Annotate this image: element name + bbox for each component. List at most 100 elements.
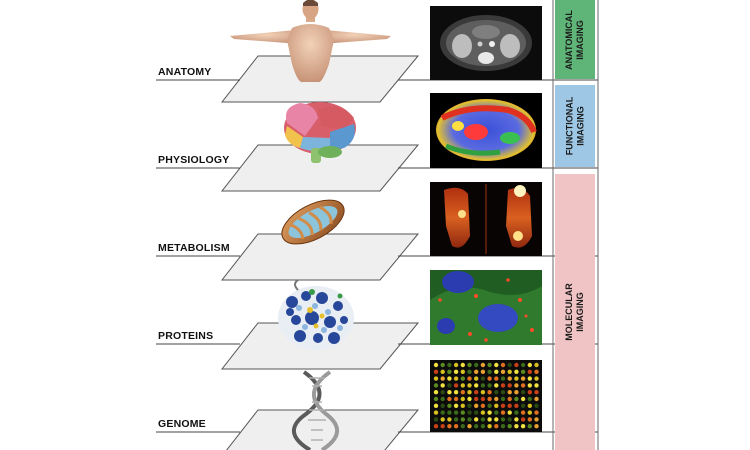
microarray-spot	[467, 410, 472, 415]
microarray-spot	[460, 396, 465, 402]
microarray-spot	[494, 417, 499, 422]
microarray-spot	[527, 396, 532, 402]
microarray-spot	[440, 396, 445, 402]
microarray-spot	[453, 362, 459, 368]
microarray-spot	[480, 383, 486, 388]
microarray-spot	[460, 362, 465, 368]
microarray-spot	[447, 417, 452, 422]
microarray-spot	[534, 417, 539, 422]
microarray-spot	[467, 362, 472, 368]
pet-ct-image	[430, 182, 542, 256]
anatomical-imaging-band: ANATOMICAL IMAGING	[555, 0, 595, 79]
microarray-spot	[447, 369, 452, 374]
anatomical-imaging-label: ANATOMICAL IMAGING	[564, 9, 586, 70]
plane-metabolism	[220, 233, 420, 281]
microarray-spot	[500, 362, 506, 368]
microarray-spot	[520, 383, 526, 388]
microarray-spot	[500, 383, 506, 388]
microarray-spot	[460, 390, 465, 395]
microarray-spot	[474, 383, 479, 388]
microarray-spot	[447, 383, 452, 388]
ct-scan-image	[430, 6, 542, 80]
microarray-spot	[474, 396, 479, 402]
microarray-spot	[507, 376, 512, 381]
microarray-spot	[500, 396, 506, 402]
level-label-proteins: PROTEINS	[158, 330, 214, 342]
level-label-genome: GENOME	[158, 418, 206, 430]
microarray-spot	[507, 383, 512, 388]
microarray-spot	[507, 403, 512, 408]
microarray-spot	[467, 383, 472, 388]
microarray-spot	[453, 390, 459, 395]
microarray-spot	[534, 376, 539, 381]
microarray-spot	[527, 362, 532, 368]
microarray-spot	[534, 396, 539, 402]
microarray-spot	[487, 410, 492, 415]
microarray-spot	[433, 369, 439, 374]
microarray-spot	[520, 376, 526, 381]
microarray-spot	[494, 376, 499, 381]
microarray-spot	[447, 376, 452, 381]
microarray-spot	[494, 383, 499, 388]
microarray-spot	[460, 383, 465, 388]
fluorescence-cell-image	[430, 270, 542, 345]
functional-imaging-band: FUNCTIONAL IMAGING	[555, 85, 595, 167]
microarray-spot	[514, 410, 519, 415]
microarray-spot	[500, 390, 506, 395]
microarray-spot	[474, 417, 479, 422]
microarray-spot	[500, 410, 506, 415]
microarray-spot	[500, 417, 506, 422]
microarray-spot	[433, 362, 439, 368]
microarray-spot	[487, 369, 492, 374]
microarray-spot	[534, 403, 539, 408]
microarray-spot	[527, 369, 532, 374]
microarray-spot	[527, 376, 532, 381]
microarray-spot	[453, 410, 459, 415]
microarray-spot	[453, 396, 459, 402]
molecular-imaging-band: MOLECULAR IMAGING	[555, 174, 595, 450]
microarray-spot	[474, 403, 479, 408]
microarray-spot	[480, 396, 486, 402]
microarray-spot	[447, 390, 452, 395]
microarray-spot	[447, 403, 452, 408]
mitochondrion-illustration	[281, 199, 345, 245]
microarray-spot	[480, 390, 486, 395]
microarray-spot	[453, 369, 459, 374]
microarray-spot	[520, 362, 526, 368]
microarray-spot	[433, 390, 439, 395]
microarray-spot	[440, 369, 445, 374]
level-label-physiology: PHYSIOLOGY	[158, 154, 230, 166]
right-band-borders	[552, 0, 599, 450]
gene-microarray-image	[430, 360, 542, 432]
microarray-spot	[500, 376, 506, 381]
microarray-spot	[487, 383, 492, 388]
microarray-spot	[467, 376, 472, 381]
microarray-spot	[487, 376, 492, 381]
microarray-spot	[527, 417, 532, 422]
microarray-spot	[514, 424, 519, 429]
microarray-spot	[507, 390, 512, 395]
microarray-spot	[520, 417, 526, 422]
microarray-spot	[514, 376, 519, 381]
microarray-spot	[494, 369, 499, 374]
dna-helix-illustration	[292, 370, 339, 450]
microarray-spot	[514, 383, 519, 388]
microarray-spot	[460, 403, 465, 408]
microarray-spot	[433, 396, 439, 402]
microarray-spot	[507, 396, 512, 402]
microarray-spot	[440, 376, 445, 381]
microarray-spot	[480, 410, 486, 415]
microarray-spot	[447, 410, 452, 415]
microarray-spot	[494, 410, 499, 415]
microarray-spot	[534, 424, 539, 429]
microarray-spot	[440, 383, 445, 388]
microarray-spot	[520, 410, 526, 415]
microarray-spot	[433, 417, 439, 422]
microarray-spot	[534, 390, 539, 395]
plane-physiology	[220, 144, 420, 192]
microarray-spot	[460, 417, 465, 422]
microarray-spot	[447, 362, 452, 368]
microarray-spot	[453, 383, 459, 388]
functional-imaging-label: FUNCTIONAL IMAGING	[564, 96, 585, 156]
microarray-spot	[527, 403, 532, 408]
